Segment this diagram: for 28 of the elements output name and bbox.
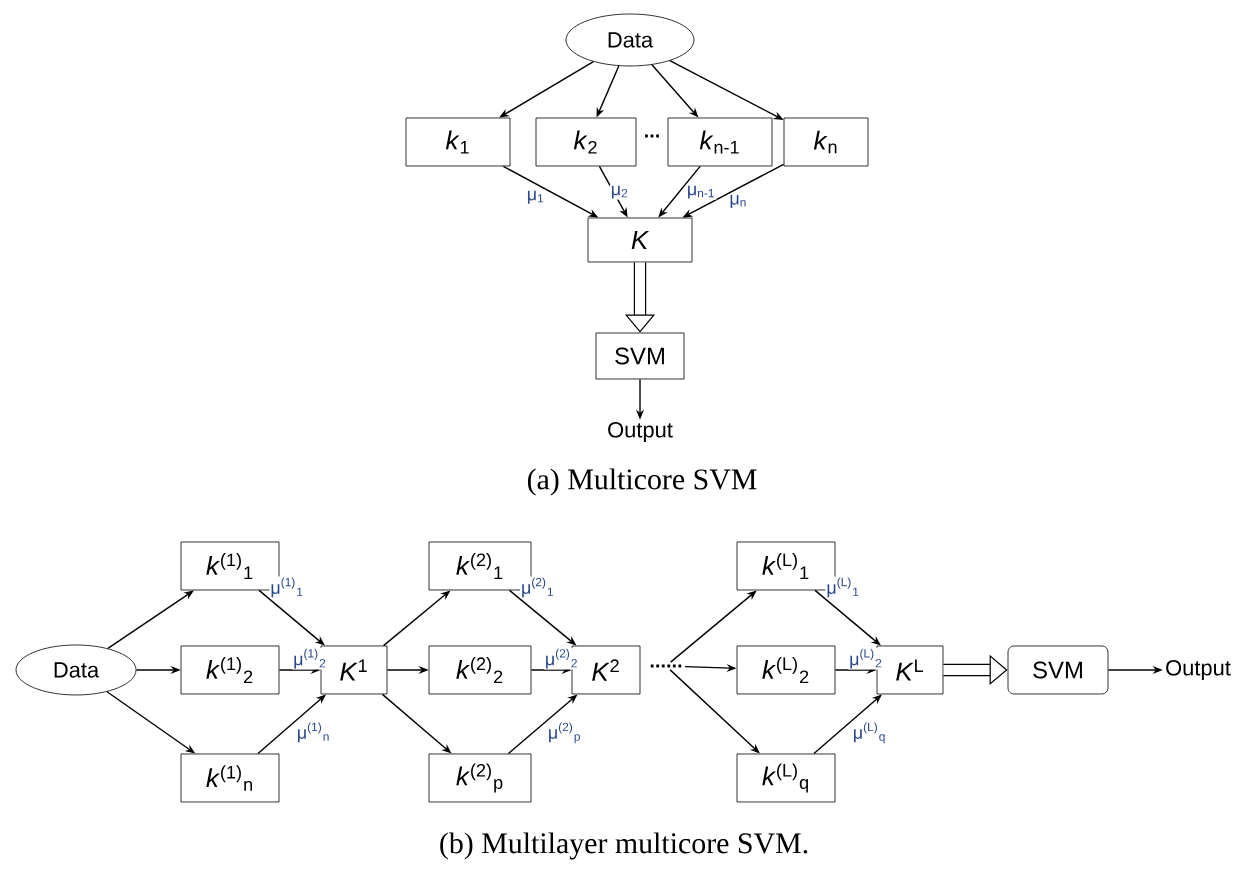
- caption: (a) Multicore SVM: [527, 468, 757, 496]
- kernel-box: k$^{(1)}$n: [180, 753, 280, 803]
- kernel-box: k$^{(2)}$2: [428, 645, 532, 695]
- arrow: [813, 694, 882, 755]
- output-text: Output: [608, 422, 673, 442]
- process-box: SVM: [1007, 645, 1109, 695]
- kernel-box: k$^{(2)}$p: [428, 753, 532, 803]
- arrow: [107, 590, 194, 650]
- kernel-box: k$_{2}$: [535, 117, 637, 167]
- kernel-box: k$^{(1)}$2: [180, 645, 280, 695]
- arrow: [257, 694, 326, 755]
- edge-label: μ$_{2}$: [609, 184, 630, 200]
- edge-label: μ$_{1}$: [525, 189, 546, 205]
- arrow: [814, 589, 881, 646]
- caption: (b) Multilayer multicore SVM.: [440, 832, 808, 860]
- kernel-box: k$^{(L)}$q: [736, 753, 836, 803]
- edge-label: μ$_{n}$: [728, 194, 749, 209]
- process-box: SVM: [595, 332, 685, 380]
- kernel-box: k$_{n}$: [783, 117, 869, 167]
- output-text: Output: [1166, 660, 1231, 680]
- ellipsis: ......: [650, 664, 682, 668]
- ellipsis: ...: [645, 134, 659, 138]
- kernel-box: k$_{n-1}$: [667, 117, 773, 167]
- kernel-box: k$^{(L)}$2: [736, 645, 836, 695]
- edge-label: μ$_{n-1}$: [685, 184, 717, 200]
- kernel-box: k$_{1}$: [405, 117, 511, 167]
- arrow: [258, 589, 325, 646]
- kernel-box: K: [587, 217, 693, 263]
